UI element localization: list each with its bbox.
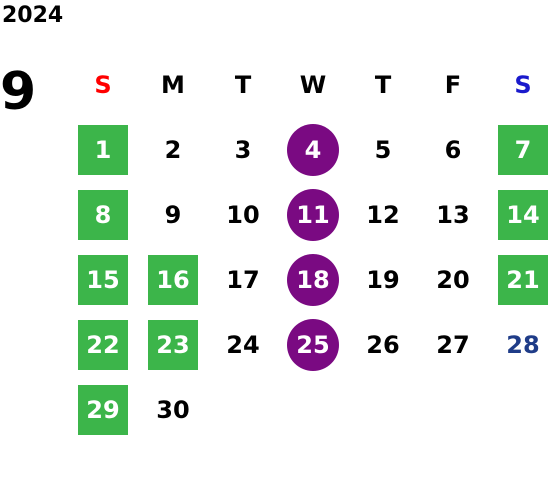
day-number: 25: [287, 319, 339, 371]
day-cell[interactable]: 10: [208, 190, 278, 240]
day-number: 3: [234, 136, 252, 164]
day-cell[interactable]: 28: [488, 320, 548, 370]
day-cell[interactable]: 16: [138, 255, 208, 305]
day-cell[interactable]: 30: [138, 385, 208, 435]
day-cell[interactable]: 11: [278, 189, 348, 241]
day-number: 5: [374, 136, 392, 164]
day-cell[interactable]: 5: [348, 125, 418, 175]
day-number: 27: [436, 331, 470, 359]
day-number: 7: [498, 125, 548, 175]
day-number: 1: [78, 125, 128, 175]
weekday-header: S: [94, 71, 112, 99]
day-number: 20: [436, 266, 470, 294]
day-cell[interactable]: 14: [488, 190, 548, 240]
day-number: 9: [164, 201, 182, 229]
day-cell[interactable]: 4: [278, 124, 348, 176]
day-cell[interactable]: 8: [68, 190, 138, 240]
weekday-header: T: [374, 71, 392, 99]
day-number: 26: [366, 331, 400, 359]
day-cell[interactable]: 27: [418, 320, 488, 370]
day-cell[interactable]: 17: [208, 255, 278, 305]
day-number: 17: [226, 266, 260, 294]
day-cell[interactable]: 3: [208, 125, 278, 175]
day-number: 18: [287, 254, 339, 306]
day-number: 21: [498, 255, 548, 305]
day-number: 10: [226, 201, 260, 229]
day-cell[interactable]: 12: [348, 190, 418, 240]
day-number: 24: [226, 331, 260, 359]
day-cell[interactable]: 29: [68, 385, 138, 435]
day-cell[interactable]: 26: [348, 320, 418, 370]
day-number: 4: [287, 124, 339, 176]
day-number: 28: [506, 331, 540, 359]
weekday-header: S: [514, 71, 532, 99]
day-number: 14: [498, 190, 548, 240]
day-number: 11: [287, 189, 339, 241]
day-cell[interactable]: 24: [208, 320, 278, 370]
day-cell[interactable]: 19: [348, 255, 418, 305]
day-cell[interactable]: 9: [138, 190, 208, 240]
weekday-header: F: [444, 71, 462, 99]
day-number: 22: [78, 320, 128, 370]
day-cell[interactable]: 20: [418, 255, 488, 305]
day-number: 16: [148, 255, 198, 305]
weekday-header: M: [161, 71, 185, 99]
day-cell[interactable]: 6: [418, 125, 488, 175]
day-cell[interactable]: 25: [278, 319, 348, 371]
day-number: 2: [164, 136, 182, 164]
day-number: 12: [366, 201, 400, 229]
day-cell[interactable]: 23: [138, 320, 208, 370]
day-number: 15: [78, 255, 128, 305]
day-number: 6: [444, 136, 462, 164]
day-number: 13: [436, 201, 470, 229]
day-number: 30: [156, 396, 190, 424]
day-number: 8: [78, 190, 128, 240]
day-cell[interactable]: 18: [278, 254, 348, 306]
year-label: 2024: [2, 3, 64, 28]
day-cell[interactable]: 1: [68, 125, 138, 175]
day-cell[interactable]: 13: [418, 190, 488, 240]
day-number: 29: [78, 385, 128, 435]
day-cell[interactable]: 21: [488, 255, 548, 305]
day-cell[interactable]: 22: [68, 320, 138, 370]
weekday-header: T: [234, 71, 252, 99]
day-cell[interactable]: 15: [68, 255, 138, 305]
day-number: 19: [366, 266, 400, 294]
day-cell[interactable]: 2: [138, 125, 208, 175]
day-cell[interactable]: 7: [488, 125, 548, 175]
weekday-header: W: [299, 71, 327, 99]
day-number: 23: [148, 320, 198, 370]
month-label: 9: [0, 62, 37, 122]
